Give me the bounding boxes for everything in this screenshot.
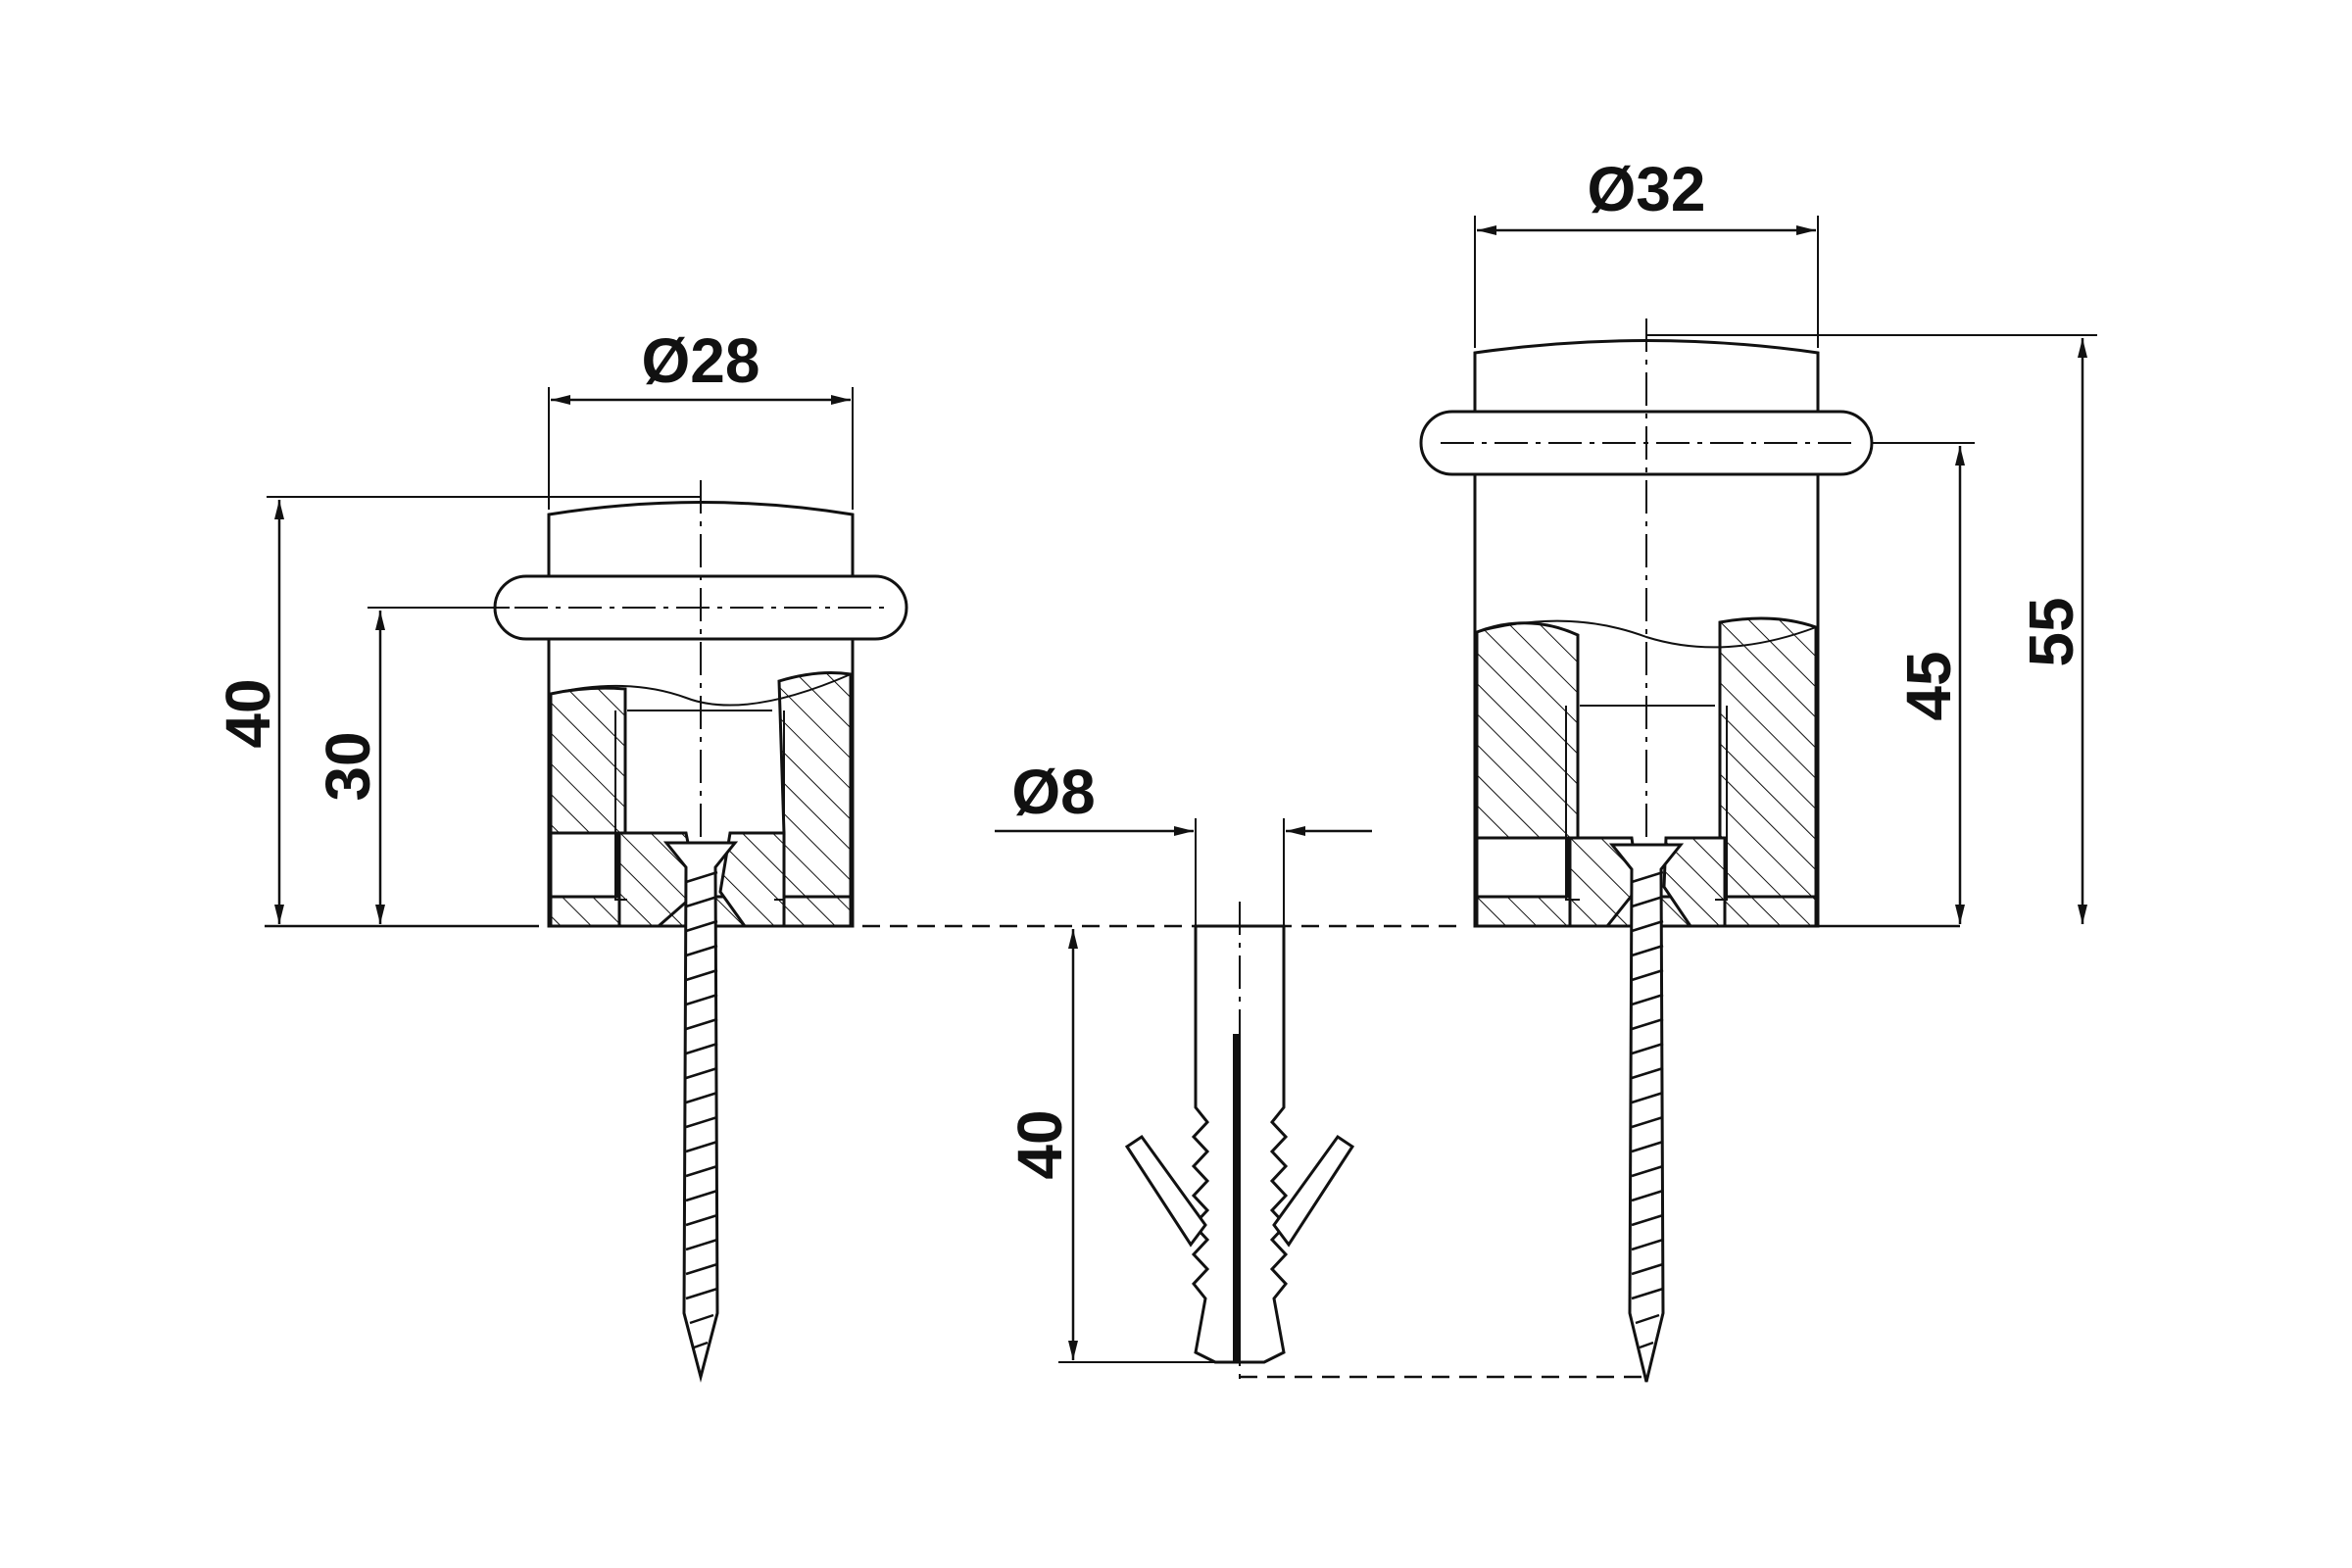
wall-plug — [1124, 902, 1355, 1387]
dim-small-total-height: 40 — [213, 496, 701, 924]
dim-large-diameter: Ø32 — [1474, 154, 1819, 348]
small-stopper-section-right — [777, 671, 853, 899]
wall-plug-wing-left — [1124, 1134, 1207, 1248]
wall-plug-wing-right — [1272, 1134, 1355, 1248]
dim-small-diameter: Ø28 — [548, 325, 854, 510]
large-ring-height-label: 45 — [1893, 651, 1964, 720]
large-stopper — [1419, 318, 1874, 1383]
dim-plug-diameter: Ø8 — [995, 757, 1372, 926]
small-stopper-screw — [662, 841, 739, 1383]
small-stopper-insert-right — [718, 831, 786, 928]
plug-diameter-label: Ø8 — [1011, 757, 1095, 827]
large-stopper-screw — [1608, 843, 1685, 1383]
small-stopper — [493, 480, 908, 1383]
small-ring-height-label: 30 — [313, 731, 383, 801]
large-stopper-insert-right — [1662, 836, 1727, 928]
large-stopper-insert-left — [1568, 836, 1641, 928]
large-total-height-label: 55 — [2016, 597, 2086, 666]
small-total-height-label: 40 — [213, 678, 283, 748]
dim-plug-length: 40 — [1004, 929, 1215, 1363]
small-diameter-label: Ø28 — [642, 325, 760, 396]
large-diameter-label: Ø32 — [1588, 154, 1706, 224]
plug-length-label: 40 — [1004, 1109, 1075, 1179]
large-stopper-section-right — [1718, 616, 1818, 899]
dim-large-total-height: 55 — [1646, 334, 2097, 924]
dim-small-ring-height: 30 — [313, 607, 510, 924]
dim-large-ring-height: 45 — [1872, 442, 1975, 924]
